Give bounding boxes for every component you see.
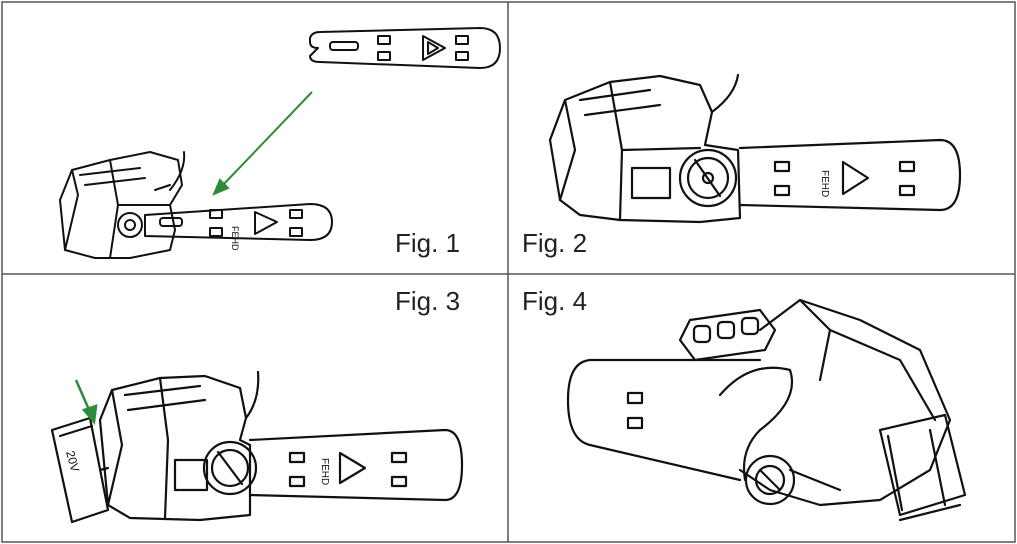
fig3-bar-text: FEHD [319,458,330,485]
fig4-caption: Fig. 4 [522,286,588,316]
fig1-drawing [59,27,501,259]
fig1-detached-bar [309,27,501,69]
fig3-drawing [50,370,464,524]
fig1-caption: Fig. 1 [395,228,461,258]
fig2-drawing [548,73,962,224]
fig2-caption: Fig. 2 [522,228,588,258]
fig3-caption: Fig. 3 [395,286,461,316]
fig4-drawing [566,298,967,522]
fig3-battery-text: 20V [63,449,82,473]
fig3-battery [50,416,110,524]
fig1-arrow [212,91,313,196]
fig1-bar-text: FEHD [230,226,240,251]
fig1-saw-body [59,151,333,259]
fig3-arrow [74,379,98,426]
fig2-bar-text: FEHD [819,170,830,197]
